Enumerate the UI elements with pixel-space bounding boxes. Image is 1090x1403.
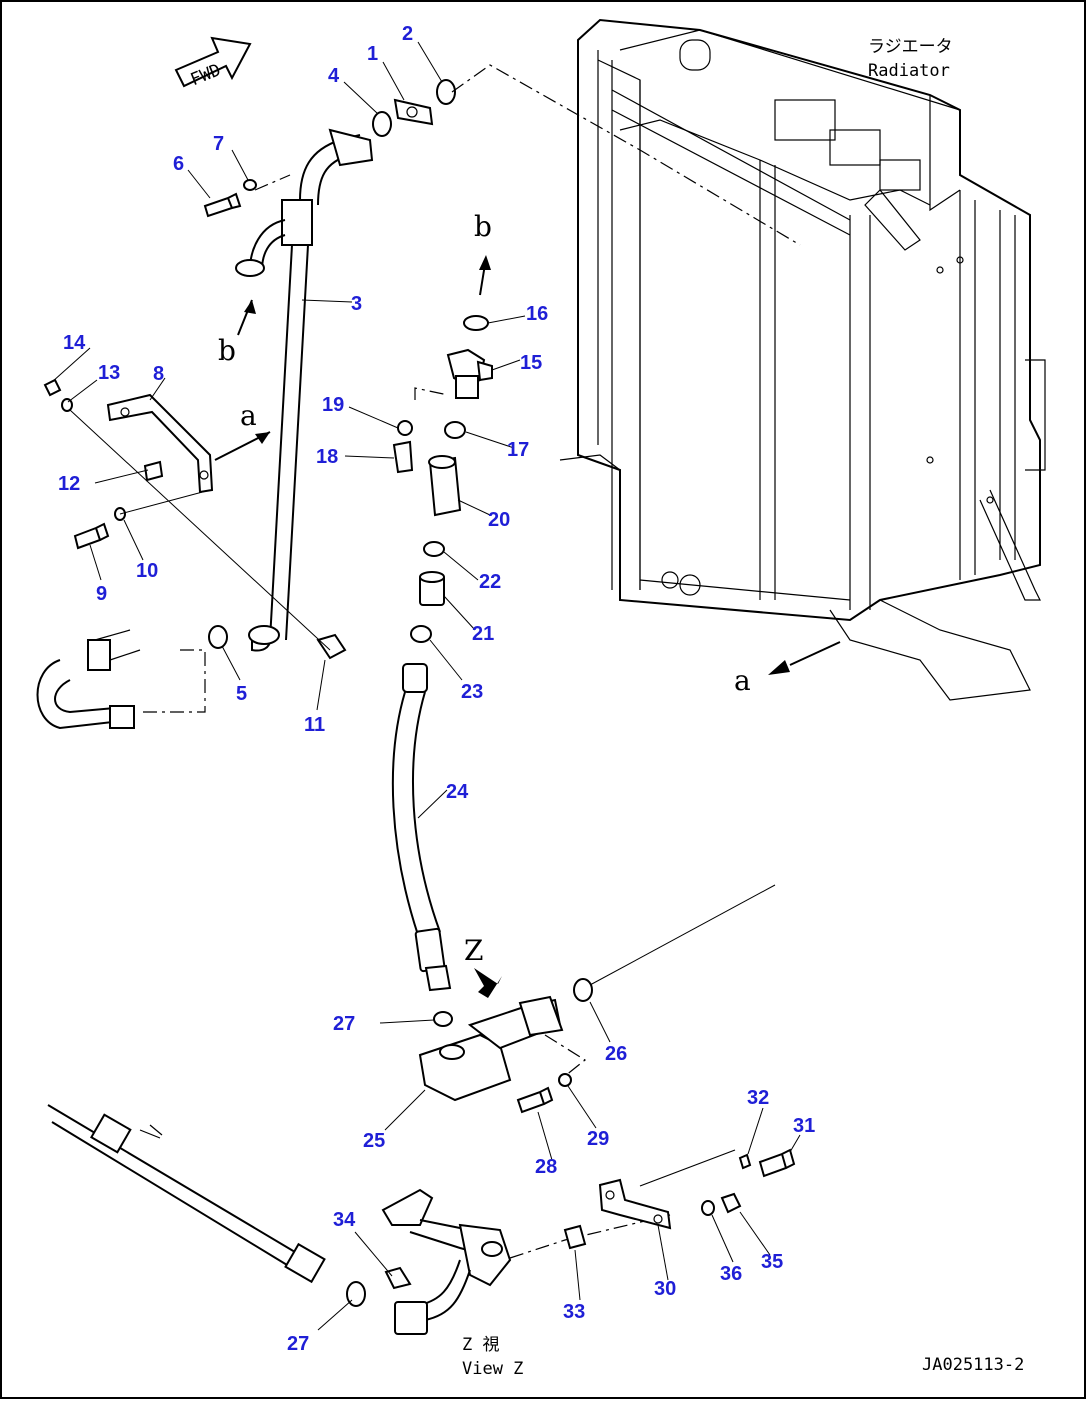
elbow-21 xyxy=(419,571,445,606)
callout-3: 3 xyxy=(351,293,362,315)
callout-22: 22 xyxy=(479,571,501,593)
o-ring-5 xyxy=(208,625,228,649)
callout-21: 21 xyxy=(472,623,494,645)
ref-b-label-left: b xyxy=(218,334,236,367)
callout-20: 20 xyxy=(488,509,510,531)
nut-14 xyxy=(43,378,62,397)
radiator-assembly xyxy=(559,18,1046,701)
callout-1: 1 xyxy=(367,43,378,65)
o-ring-27-upper xyxy=(433,1011,453,1027)
forward-arrow-icon: FWD xyxy=(174,36,252,90)
callout-33: 33 xyxy=(563,1301,585,1323)
valve-block-25 xyxy=(418,995,564,1102)
callout-13: 13 xyxy=(98,362,120,384)
o-ring-4 xyxy=(372,111,392,137)
callout-28: 28 xyxy=(535,1156,557,1178)
callout-leaders xyxy=(51,41,801,1331)
bracket-8 xyxy=(106,393,214,494)
clamp-11 xyxy=(316,633,347,660)
callout-19: 19 xyxy=(322,394,344,416)
radiator-jp-label: ラジエータ xyxy=(868,37,953,57)
callout-10: 10 xyxy=(136,560,158,582)
callout-7: 7 xyxy=(213,133,224,155)
view-z-jp-label: Z 視 xyxy=(462,1335,499,1355)
callout-27-lower: 27 xyxy=(287,1333,309,1355)
ref-z-label: Z xyxy=(464,934,483,967)
flange-gasket-1 xyxy=(393,98,434,126)
callout-6: 6 xyxy=(173,153,184,175)
fwd-label: FWD xyxy=(188,60,224,90)
bolt-31 xyxy=(758,1148,796,1178)
hose-24 xyxy=(391,663,452,992)
pipe-assembly-3 xyxy=(235,128,374,652)
bolt-6 xyxy=(203,192,242,218)
view-z-en-label: View Z xyxy=(462,1359,523,1379)
bolt-9 xyxy=(73,522,110,550)
washer-7 xyxy=(243,179,257,191)
callout-24: 24 xyxy=(446,781,469,803)
washer-32 xyxy=(738,1153,752,1170)
callout-4: 4 xyxy=(328,65,340,87)
bracket-30 xyxy=(598,1178,672,1230)
washer-36 xyxy=(701,1200,715,1216)
washer-13 xyxy=(61,398,73,412)
washer-19 xyxy=(397,420,413,436)
callout-32: 32 xyxy=(747,1087,769,1109)
callout-15: 15 xyxy=(520,352,542,374)
callout-30: 30 xyxy=(654,1278,676,1300)
connector-20 xyxy=(428,455,462,517)
clip-33 xyxy=(563,1224,587,1250)
clip-12 xyxy=(143,460,164,482)
callout-36: 36 xyxy=(720,1263,742,1285)
callout-26: 26 xyxy=(605,1043,627,1065)
callout-29: 29 xyxy=(587,1128,609,1150)
radiator-en-label: Radiator xyxy=(868,61,950,81)
ref-a-label-left: a xyxy=(240,399,257,432)
callout-16: 16 xyxy=(526,303,548,325)
callout-35: 35 xyxy=(761,1251,783,1273)
callout-2: 2 xyxy=(402,23,413,45)
o-ring-22 xyxy=(423,541,445,557)
washer-29 xyxy=(558,1073,572,1087)
callout-14: 14 xyxy=(63,332,86,354)
bolt-28 xyxy=(516,1086,554,1114)
callout-11: 11 xyxy=(304,714,325,736)
view-z-assembly xyxy=(381,1188,512,1335)
callout-27-upper: 27 xyxy=(333,1013,355,1035)
o-ring-17 xyxy=(444,421,466,439)
hose-5 xyxy=(36,629,141,730)
callout-12: 12 xyxy=(58,473,80,495)
o-ring-23 xyxy=(410,625,432,643)
bolt-18 xyxy=(392,440,414,474)
callout-numbers: 1 2 3 4 5 6 7 8 9 10 11 12 13 14 15 16 1… xyxy=(58,23,815,1355)
callout-34: 34 xyxy=(333,1209,356,1231)
o-ring-26 xyxy=(573,978,593,1002)
o-ring-2 xyxy=(436,79,456,105)
o-ring-16 xyxy=(463,315,489,331)
callout-8: 8 xyxy=(153,363,164,385)
callout-17: 17 xyxy=(507,439,529,461)
callout-31: 31 xyxy=(793,1115,815,1137)
view-z-arrow-icon xyxy=(474,968,502,998)
callout-25: 25 xyxy=(363,1130,385,1152)
valve-15 xyxy=(446,348,493,399)
callout-5: 5 xyxy=(236,683,247,705)
ref-a-label-right: a xyxy=(734,664,751,697)
drive-shaft xyxy=(47,1104,326,1284)
callout-18: 18 xyxy=(316,446,338,468)
drawing-code: JA025113-2 xyxy=(922,1355,1024,1375)
nut-35 xyxy=(720,1192,742,1214)
callout-9: 9 xyxy=(96,583,107,605)
ref-b-label-center: b xyxy=(474,210,492,243)
callout-23: 23 xyxy=(461,681,483,703)
